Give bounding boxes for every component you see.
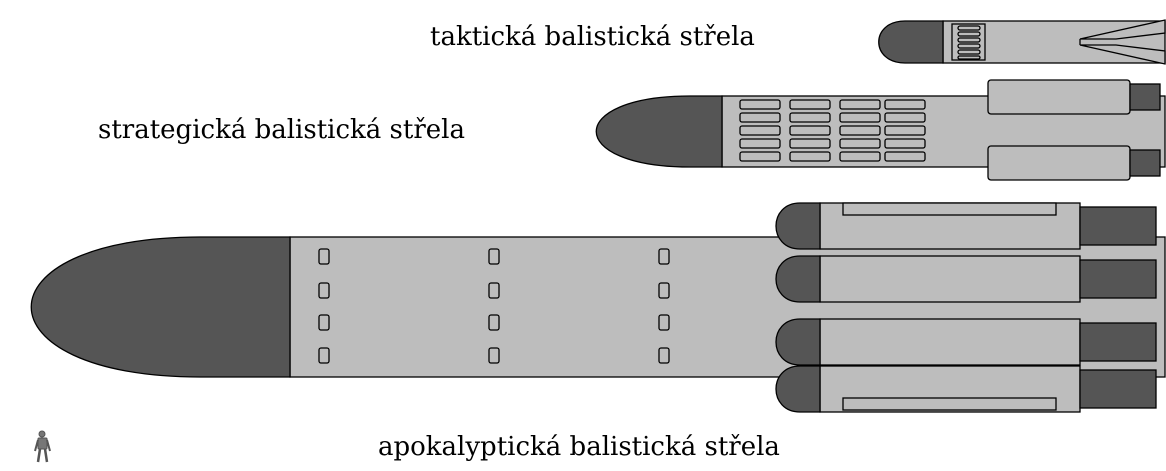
- human-figure-icon: [34, 430, 51, 463]
- apocalyptic-booster-4: [775, 365, 1157, 413]
- apocalyptic-booster-3: [775, 318, 1157, 366]
- strategic-nose: [595, 95, 723, 168]
- tactical-fin-top: [1079, 19, 1166, 40]
- tactical-nose: [878, 20, 944, 64]
- strategic-booster-bottom: [987, 145, 1161, 181]
- tactical-missile: [878, 19, 1166, 65]
- apocalyptic-booster-1: [775, 202, 1157, 250]
- tactical-fin-bottom: [1079, 44, 1166, 65]
- strategic-booster-top: [987, 79, 1161, 115]
- apocalyptic-missile: [30, 202, 1166, 413]
- apocalyptic-missile-label: apokalyptická balistická střela: [378, 432, 780, 462]
- strategic-missile: [595, 79, 1166, 181]
- apocalyptic-nose: [30, 236, 291, 378]
- apocalyptic-port-columns: [318, 248, 670, 364]
- strategic-panel-grid: [739, 99, 926, 162]
- tactical-band: [951, 23, 986, 61]
- strategic-missile-label: strategická balistická střela: [98, 115, 465, 145]
- apocalyptic-booster-2: [775, 255, 1157, 303]
- tactical-missile-label: taktická balistická střela: [430, 22, 755, 52]
